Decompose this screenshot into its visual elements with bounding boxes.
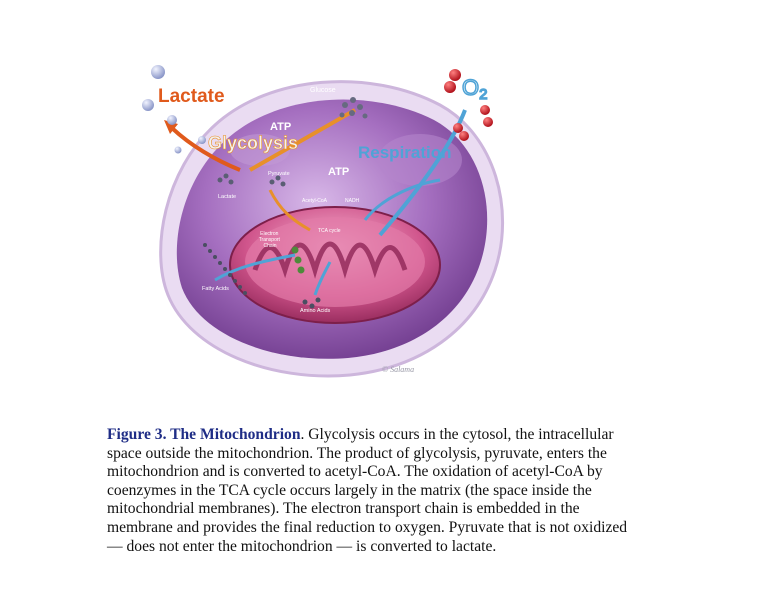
caption-line: coenzymes in the TCA cycle occurs largel… (107, 481, 592, 499)
respiration-arrow (363, 178, 441, 221)
glucose-label: Glucose (310, 87, 336, 94)
lactate-molecule (167, 115, 177, 125)
oxygen-molecule (449, 69, 461, 81)
respiration-label: Respiration (358, 143, 452, 162)
oxygen-molecule (480, 105, 490, 115)
caption-line: space outside the mitochondrion. The pro… (107, 444, 607, 462)
fatty-acids-label: Fatty Acids (202, 286, 229, 292)
etc-label-line3: Chain (263, 243, 276, 249)
mitochondrion-cristae (252, 241, 408, 279)
atp-label-right: ATP (328, 166, 349, 178)
oxygen-label-subscript: 2 (479, 86, 487, 103)
figure-caption: Figure 3. The Mitochondrion. Glycolysis … (107, 426, 707, 556)
mitochondrion-matrix (245, 217, 425, 307)
tca-label: TCA cycle (318, 228, 341, 234)
oxygen-molecule (483, 117, 493, 127)
etc-label: Electron Transport Chain (259, 231, 282, 249)
oxygen-label-main: O (462, 75, 479, 100)
fatty-acid-arrow (214, 253, 296, 282)
etc-label-line2: Transport (259, 237, 281, 243)
lactate-small-molecule (217, 173, 234, 185)
pyruvate-arrow (268, 189, 311, 232)
caption-line: mitochondrion and is converted to acetyl… (107, 463, 603, 481)
lactate-label: Lactate (158, 86, 225, 107)
glycolysis-label: Glycolysis (208, 133, 298, 153)
oxygen-molecule (459, 131, 469, 141)
caption-line: membrane and provides the final reductio… (107, 518, 628, 536)
oxygen-molecule (444, 81, 456, 93)
lactate-small-label: Lactate (218, 194, 236, 200)
pyruvate-label: Pyruvate (268, 171, 290, 177)
pyruvate-molecule (269, 175, 286, 187)
atp-label-left: ATP (270, 121, 291, 133)
oxygen-molecule (453, 123, 463, 133)
caption-line-1: Figure 3. The Mitochondrion. Glycolysis … (107, 426, 707, 445)
caption-title: Figure 3. The Mitochondrion (107, 426, 301, 443)
caption-line: — does not enter the mitochondrion — is … (107, 537, 497, 555)
oxygen-label: O2 (462, 75, 487, 103)
fatty-acid-chain (203, 243, 247, 295)
caption-line: mitochondrial membranes). The electron t… (107, 500, 580, 518)
etc-label-line1: Electron (260, 231, 279, 237)
glucose-molecule (339, 97, 368, 119)
artist-signature: © Salama (382, 365, 414, 374)
acetyl-coa-label: Acetyl-CoA (302, 198, 328, 204)
amino-acids-label: Amino Acids (300, 308, 331, 314)
amino-acid-molecule (302, 297, 321, 309)
lactate-molecule (198, 136, 206, 144)
electron-transport-chain (291, 246, 305, 274)
lactate-arrow (170, 126, 241, 172)
caption-text: . Glycolysis occurs in the cytosol, the … (300, 426, 614, 443)
amino-acid-arrow (313, 261, 332, 296)
lactate-molecule (151, 65, 165, 79)
nadh-label: NADH (345, 198, 360, 204)
mitochondrion-illustration: Lactate Glycolysis Respiration ATP ATP G… (120, 50, 520, 390)
lactate-molecule (174, 146, 182, 154)
cytosol-blob (378, 134, 462, 186)
lactate-molecule (142, 99, 154, 111)
